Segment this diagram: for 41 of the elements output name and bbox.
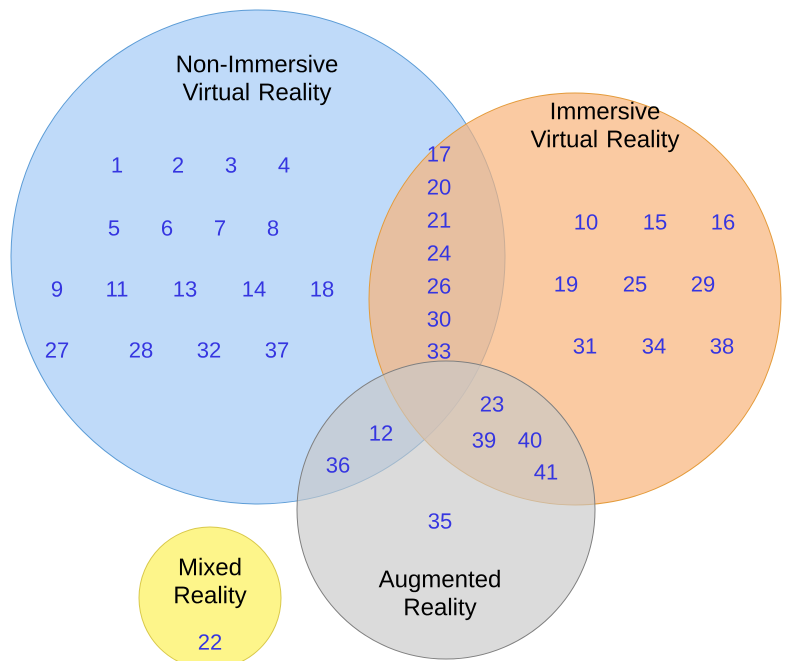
item-number: 2 bbox=[173, 157, 184, 173]
item-number: 31 bbox=[574, 338, 596, 354]
item-number: 23 bbox=[480, 396, 504, 412]
item-number: 17 bbox=[428, 146, 450, 162]
item-number: 28 bbox=[130, 342, 152, 358]
item-number: 25 bbox=[624, 276, 646, 292]
item-number: 8 bbox=[268, 220, 278, 236]
item-number: 29 bbox=[692, 276, 714, 292]
item-number: 39 bbox=[472, 432, 496, 448]
item-number: 41 bbox=[534, 464, 558, 480]
item-number: 34 bbox=[642, 338, 666, 354]
item-number: 13 bbox=[174, 281, 196, 297]
item-number: 38 bbox=[710, 338, 734, 354]
item-number: 9 bbox=[52, 281, 62, 297]
item-number: 26 bbox=[428, 278, 450, 294]
item-number: 35 bbox=[428, 513, 452, 529]
item-number: 36 bbox=[326, 457, 350, 473]
item-number: 6 bbox=[162, 220, 172, 236]
item-number: 24 bbox=[428, 245, 451, 261]
item-number: 33 bbox=[428, 343, 450, 359]
item-number: 11 bbox=[107, 281, 128, 297]
item-number: 3 bbox=[226, 157, 236, 173]
item-number: 30 bbox=[428, 311, 450, 327]
item-number: 20 bbox=[428, 179, 450, 195]
item-number: 15 bbox=[644, 214, 666, 230]
item-number: 10 bbox=[575, 214, 598, 230]
item-number: 21 bbox=[428, 212, 450, 228]
item-number: 5 bbox=[108, 220, 120, 236]
item-number: 1 bbox=[112, 157, 122, 173]
item-number: 16 bbox=[712, 214, 734, 230]
item-number: 4 bbox=[278, 157, 290, 173]
item-number: 37 bbox=[266, 342, 288, 358]
item-number: 12 bbox=[370, 425, 392, 441]
item-number: 32 bbox=[198, 342, 220, 358]
item-number: 7 bbox=[215, 220, 226, 236]
item-number: 27 bbox=[46, 342, 68, 358]
item-number: 22 bbox=[198, 634, 222, 650]
item-number: 40 bbox=[518, 432, 542, 448]
item-number: 14 bbox=[243, 281, 266, 297]
item-number: 18 bbox=[311, 281, 334, 297]
item-number: 19 bbox=[555, 276, 578, 292]
